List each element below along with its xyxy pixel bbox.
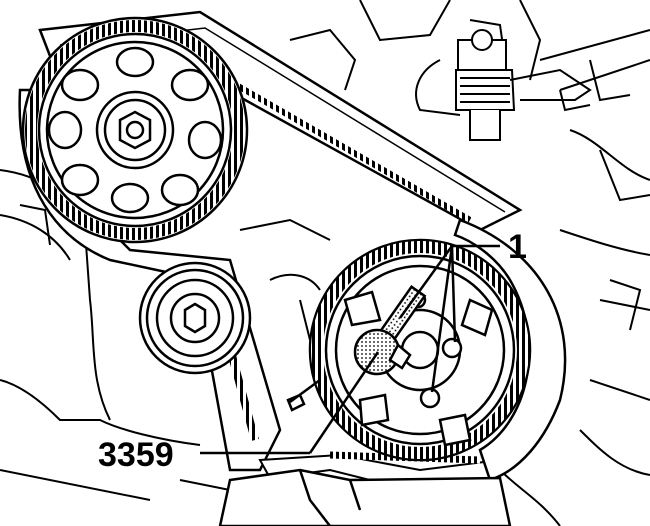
- lower-housing: [218, 468, 512, 526]
- camshaft-sprocket-icon: [308, 238, 532, 462]
- callout-3359-leader: [200, 351, 380, 455]
- tensioner-pulley-icon: [138, 261, 252, 375]
- callout-label-1: 1: [508, 228, 527, 266]
- crankshaft-sprocket-icon: [21, 16, 249, 244]
- callout-label-3359: 3359: [98, 436, 174, 474]
- callout-1-leaders: [398, 244, 500, 393]
- spring-assembly: [415, 29, 592, 141]
